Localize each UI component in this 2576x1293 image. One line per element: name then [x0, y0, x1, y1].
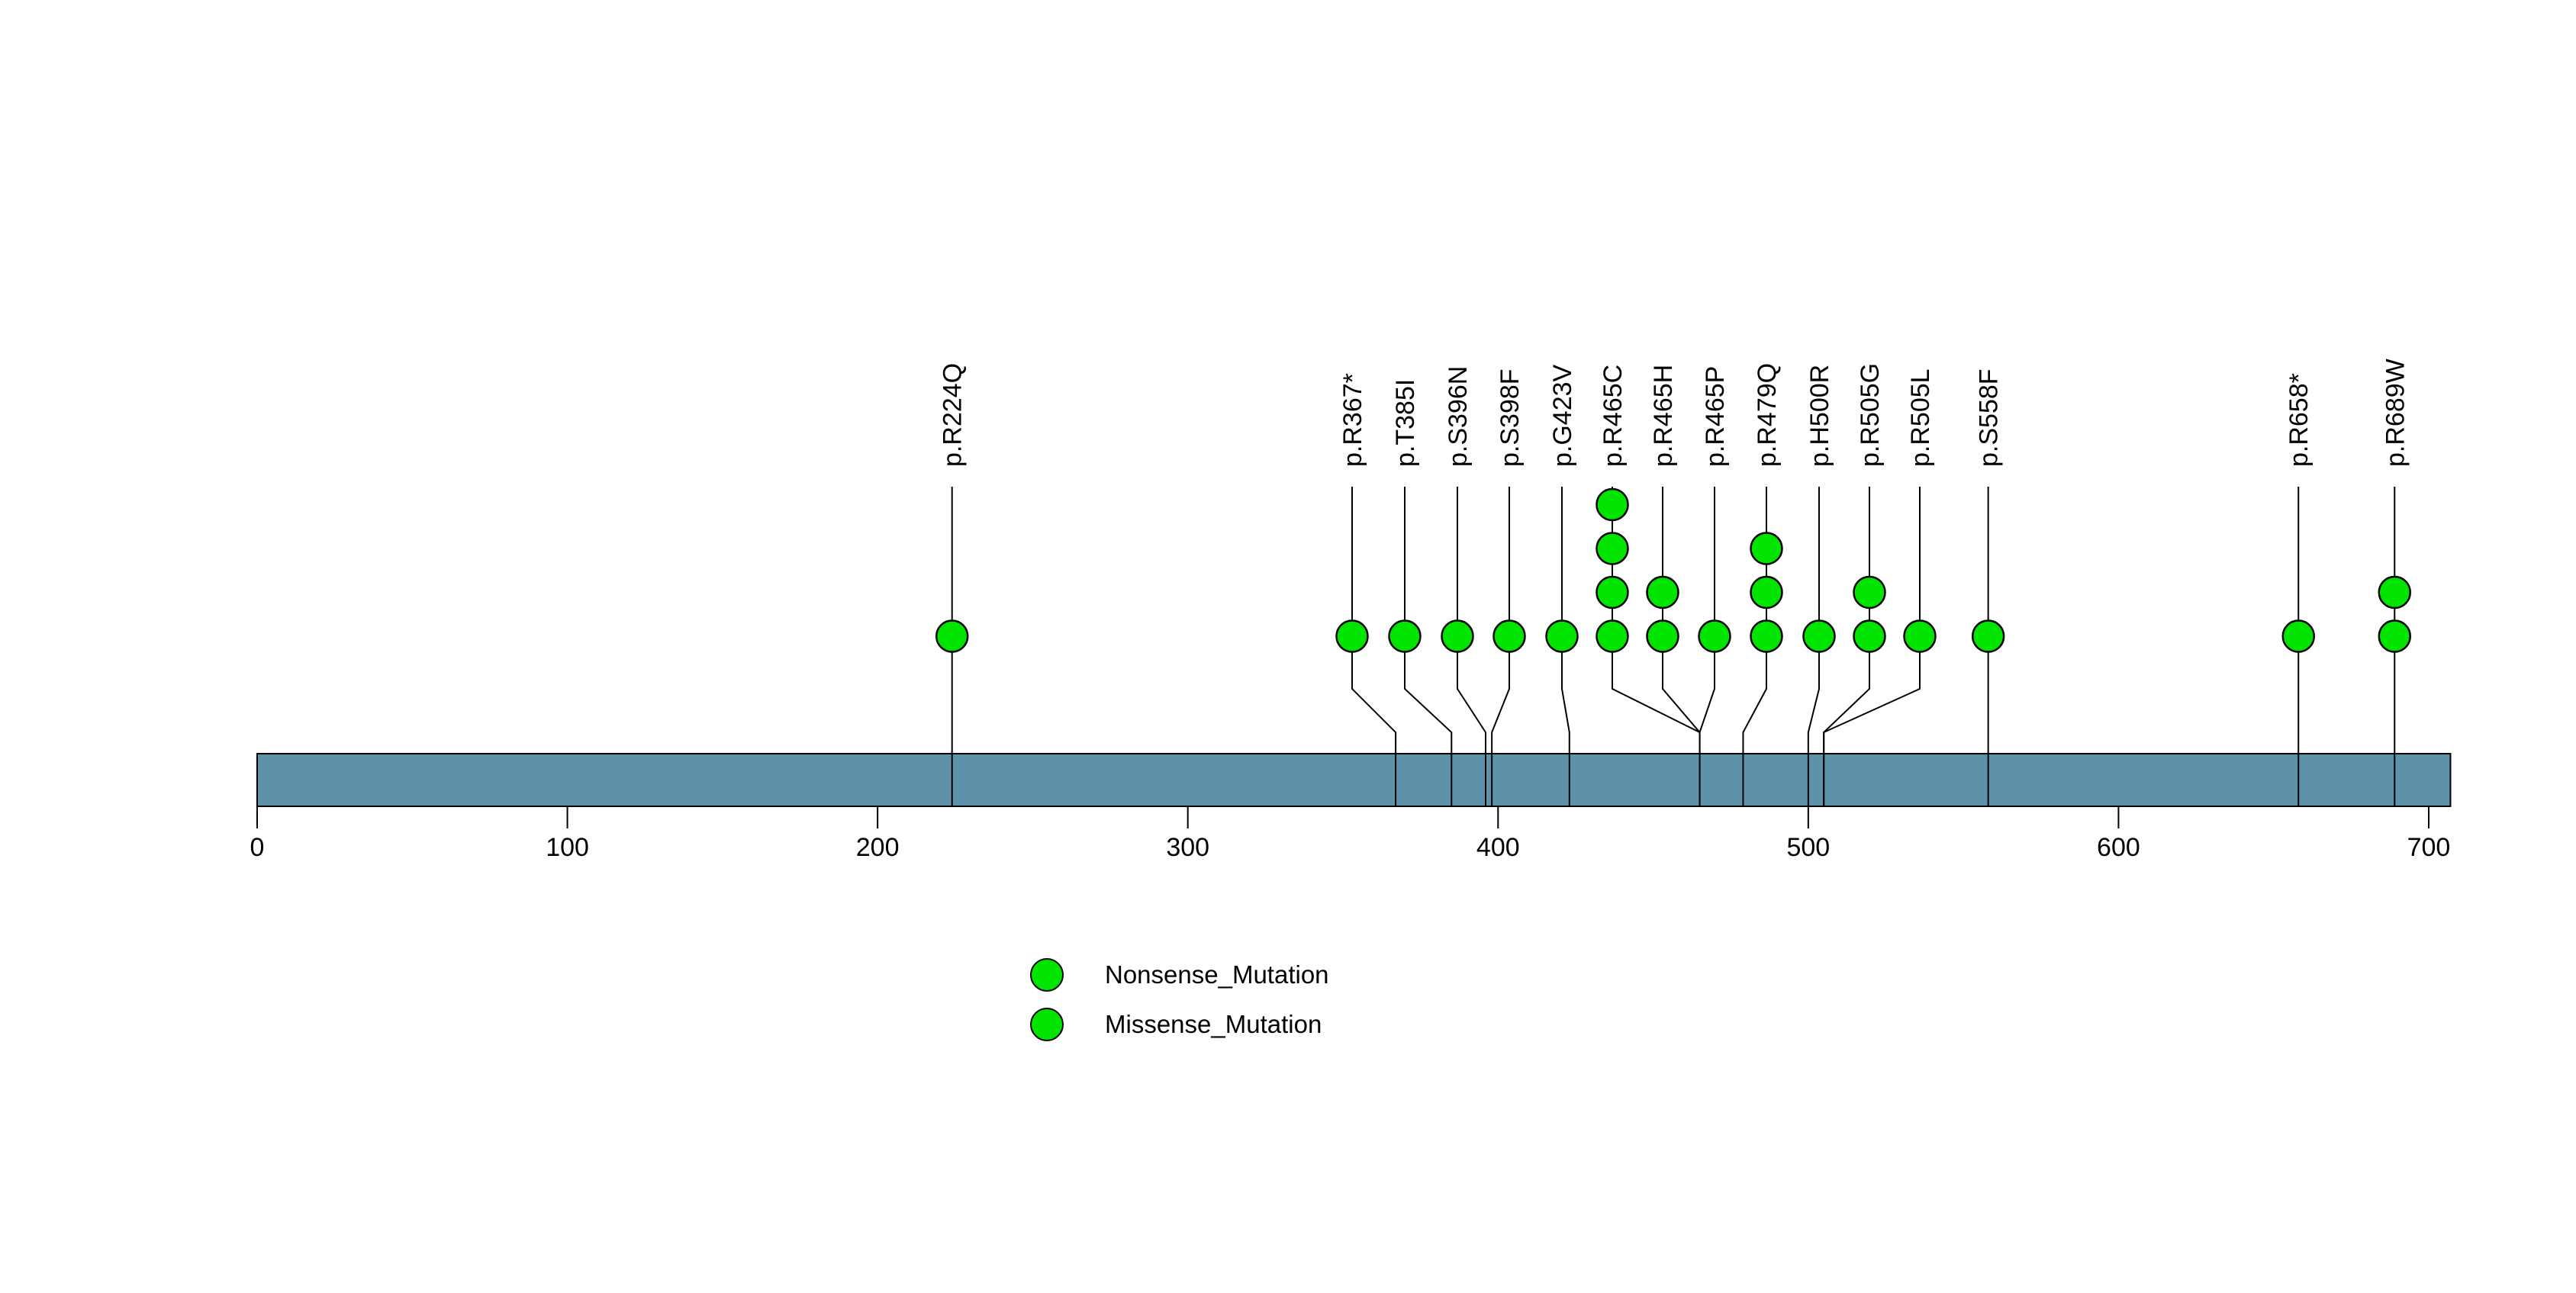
mutation-circle	[1750, 575, 1783, 610]
mutation-circle	[1545, 619, 1579, 653]
legend-item: Missense_Mutation	[1030, 1008, 1322, 1041]
mutation-label: p.R465H	[1649, 365, 1678, 467]
mutation-lollipop	[1545, 619, 1579, 653]
mutation-connector	[1807, 487, 1820, 806]
mutation-circle	[1853, 575, 1886, 610]
mutation-label: p.R465C	[1599, 365, 1628, 467]
axis-tick-label: 700	[2407, 833, 2451, 862]
axis-tick-label: 600	[2097, 833, 2140, 862]
mutation-label: p.T385I	[1391, 379, 1420, 467]
mutation-circle	[1646, 575, 1679, 610]
legend-label: Nonsense_Mutation	[1105, 960, 1329, 989]
mutation-circle	[1596, 575, 1629, 610]
lollipops	[935, 487, 2412, 653]
mutation-label: p.R658*	[2285, 373, 2314, 467]
legend-item: Nonsense_Mutation	[1030, 958, 1329, 992]
mutation-circle	[1492, 619, 1526, 653]
mutation-lollipop	[1971, 619, 2005, 653]
mutation-circle	[1596, 532, 1629, 565]
mutation-circle	[1596, 619, 1629, 653]
mutation-label: p.H500R	[1805, 365, 1834, 467]
mutation-lollipop	[2378, 575, 2412, 653]
mutation-lollipop	[1646, 575, 1679, 653]
mutation-lollipop	[1335, 619, 1369, 653]
mutation-circle	[1441, 619, 1474, 653]
mutation-connector	[1699, 487, 1715, 806]
mutation-lollipop	[935, 619, 969, 653]
mutation-label: p.S398F	[1496, 368, 1525, 467]
mutation-circle	[1971, 619, 2005, 653]
mutation-label: p.R224Q	[939, 363, 968, 467]
mutation-label: p.R465P	[1701, 366, 1730, 467]
mutation-circle	[1903, 619, 1937, 653]
mutation-lollipop	[1492, 619, 1526, 653]
mutation-lollipop	[1853, 575, 1886, 653]
legend-marker-icon	[1030, 958, 1064, 992]
mutation-connector	[1823, 487, 1921, 806]
mutation-connector	[1561, 487, 1570, 806]
mutation-labels: p.R224Q p.R367* p.T385I p.S396N p.S398F p.G42…	[939, 359, 2410, 467]
mutation-connector	[1351, 487, 1397, 806]
mutation-connector	[1404, 487, 1453, 806]
mutation-label: p.S396N	[1444, 366, 1473, 467]
axis-tick-label: 500	[1786, 833, 1830, 862]
mutation-connector	[1491, 487, 1510, 806]
mutation-circle	[2378, 619, 2412, 653]
mutation-circle	[1388, 619, 1422, 653]
mutation-connector	[1457, 487, 1487, 806]
mutation-label: p.R479Q	[1753, 363, 1782, 467]
mutation-circle	[1335, 619, 1369, 653]
axis-tick-label: 400	[1476, 833, 1520, 862]
mutation-label: p.R505L	[1906, 368, 1935, 467]
mutation-lollipop	[1388, 619, 1422, 653]
axis-tick-label: 200	[856, 833, 900, 862]
mutation-circle	[1646, 619, 1679, 653]
mutation-lollipop	[1698, 619, 1731, 653]
axis-tick-label: 300	[1166, 833, 1209, 862]
axis-tick-label: 100	[546, 833, 589, 862]
legend-label: Missense_Mutation	[1105, 1010, 1322, 1038]
mutation-circle	[1698, 619, 1731, 653]
x-axis: 0 100 200 300 400 500 600 700	[250, 806, 2451, 862]
mutation-circle	[2281, 619, 2315, 653]
mutation-lollipop	[1596, 487, 1629, 653]
axis-tick-label: 0	[250, 833, 265, 862]
mutation-lollipop	[2281, 619, 2315, 653]
mutation-label: p.R367*	[1338, 373, 1367, 467]
mutation-circle	[1596, 487, 1629, 522]
mutation-circle	[1853, 619, 1886, 653]
mutation-lollipop	[1750, 532, 1783, 653]
protein-backbone	[256, 753, 2452, 807]
mutation-circle	[1750, 619, 1783, 653]
mutation-circle	[1750, 532, 1783, 565]
mutation-label: p.G423V	[1548, 364, 1577, 467]
mutation-label: p.R505G	[1856, 363, 1885, 467]
mutation-circle	[935, 619, 969, 653]
mutation-lollipop	[1441, 619, 1474, 653]
mutation-lollipop	[1903, 619, 1937, 653]
legend-marker-icon	[1030, 1008, 1064, 1041]
mutation-label: p.S558F	[1975, 368, 2004, 467]
mutation-circle	[1802, 619, 1836, 653]
mutation-label: p.R689W	[2381, 359, 2410, 467]
mutation-lollipop	[1802, 619, 1836, 653]
mutation-circle	[2378, 575, 2412, 610]
